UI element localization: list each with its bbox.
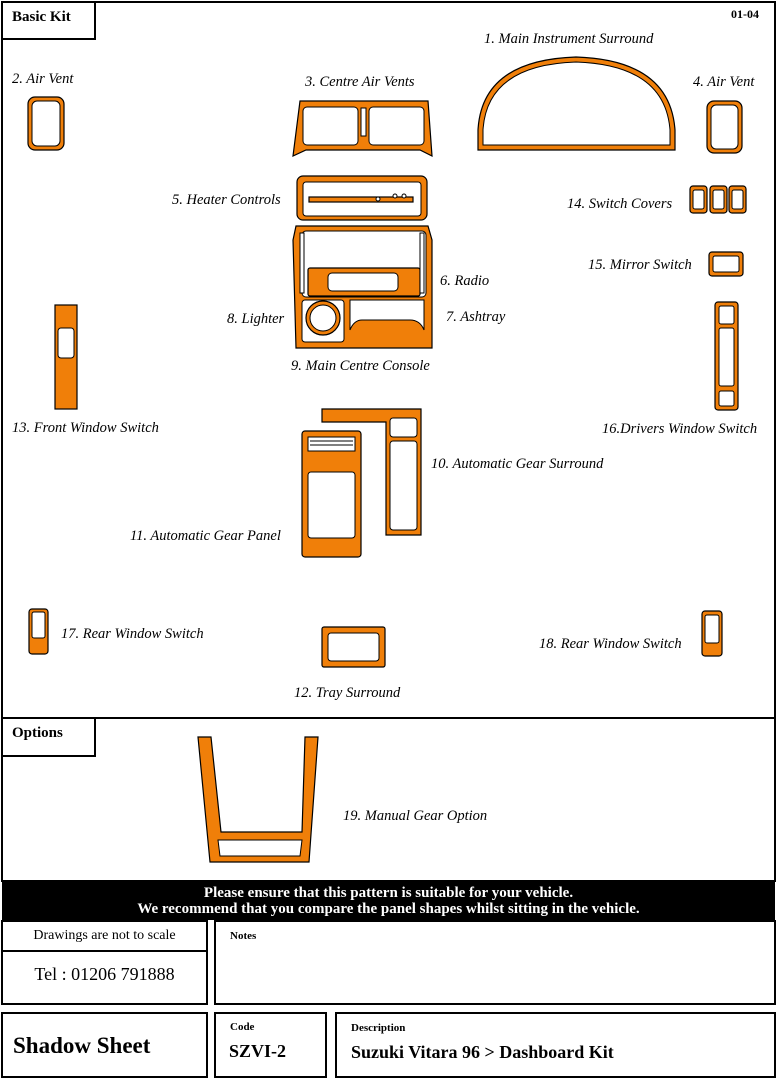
code-label: Code bbox=[230, 1021, 255, 1033]
label-front-window-switch: 13. Front Window Switch bbox=[12, 420, 159, 436]
label-automatic-gear-surround: 10. Automatic Gear Surround bbox=[431, 456, 604, 472]
heater-controls-shape bbox=[296, 175, 428, 221]
label-mirror-switch: 15. Mirror Switch bbox=[588, 257, 692, 273]
label-lighter: 8. Lighter bbox=[227, 311, 285, 327]
code-box: Code SZVI-2 bbox=[214, 1012, 327, 1078]
main-instrument-surround-shape bbox=[477, 56, 676, 151]
sheet-title-box: Shadow Sheet bbox=[1, 1012, 208, 1078]
notes-box: Notes bbox=[214, 920, 776, 1005]
label-heater-controls: 5. Heater Controls bbox=[172, 192, 281, 208]
air-vent-left-shape bbox=[27, 96, 65, 151]
warning-line-2: We recommend that you compare the panel … bbox=[137, 901, 640, 917]
automatic-gear-panel-shape bbox=[301, 430, 362, 558]
label-main-centre-console: 9. Main Centre Console bbox=[291, 358, 430, 374]
switch-covers-shape bbox=[689, 185, 747, 214]
rear-window-switch-left-shape bbox=[28, 608, 49, 655]
options-section bbox=[1, 717, 776, 882]
sheet-title: Shadow Sheet bbox=[13, 1033, 151, 1058]
label-manual-gear-option: 19. Manual Gear Option bbox=[343, 808, 488, 824]
description-value: Suzuki Vitara 96 > Dashboard Kit bbox=[351, 1042, 614, 1062]
air-vent-right-shape bbox=[706, 100, 743, 154]
contact-box: Drawings are not to scale Tel : 01206 79… bbox=[1, 920, 208, 1005]
tray-surround-shape bbox=[321, 626, 386, 668]
code-value: SZVI-2 bbox=[229, 1041, 287, 1061]
label-air-vent-left: 2. Air Vent bbox=[12, 71, 74, 87]
label-tray-surround: 12. Tray Surround bbox=[294, 685, 401, 701]
main-centre-console-shape bbox=[292, 225, 433, 349]
sheet-code: 01-04 bbox=[731, 7, 759, 21]
label-rear-window-switch-left: 17. Rear Window Switch bbox=[61, 626, 204, 642]
rear-window-switch-right-shape bbox=[701, 610, 723, 657]
label-automatic-gear-panel: 11. Automatic Gear Panel bbox=[130, 528, 281, 544]
telephone: Tel : 01206 791888 bbox=[34, 964, 175, 984]
notes-label: Notes bbox=[230, 930, 257, 942]
automatic-gear-surround-shape bbox=[321, 408, 422, 536]
label-drivers-window-switch: 16.Drivers Window Switch bbox=[602, 421, 758, 437]
label-centre-air-vents: 3. Centre Air Vents bbox=[305, 74, 415, 90]
label-ashtray: 7. Ashtray bbox=[446, 309, 506, 325]
manual-gear-option-shape bbox=[197, 736, 319, 863]
label-rear-window-switch-right: 18. Rear Window Switch bbox=[539, 636, 682, 652]
parts-drawing bbox=[27, 56, 747, 863]
drivers-window-switch-shape bbox=[714, 301, 739, 411]
label-radio: 6. Radio bbox=[440, 273, 490, 289]
warning-line-1: Please ensure that this pattern is suita… bbox=[203, 885, 574, 901]
front-window-switch-shape bbox=[54, 304, 78, 410]
description-label: Description bbox=[351, 1022, 406, 1034]
warning-banner: Please ensure that this pattern is suita… bbox=[2, 880, 775, 920]
label-air-vent-right: 4. Air Vent bbox=[693, 74, 755, 90]
scale-note: Drawings are not to scale bbox=[3, 922, 206, 952]
label-switch-covers: 14. Switch Covers bbox=[567, 196, 673, 212]
mirror-switch-shape bbox=[708, 251, 744, 277]
description-box: Description Suzuki Vitara 96 > Dashboard… bbox=[335, 1012, 776, 1078]
basic-kit-tab: Basic Kit bbox=[1, 1, 96, 40]
label-main-instrument-surround: 1. Main Instrument Surround bbox=[484, 31, 654, 47]
centre-air-vents-shape bbox=[292, 100, 433, 158]
options-tab: Options bbox=[1, 717, 96, 757]
